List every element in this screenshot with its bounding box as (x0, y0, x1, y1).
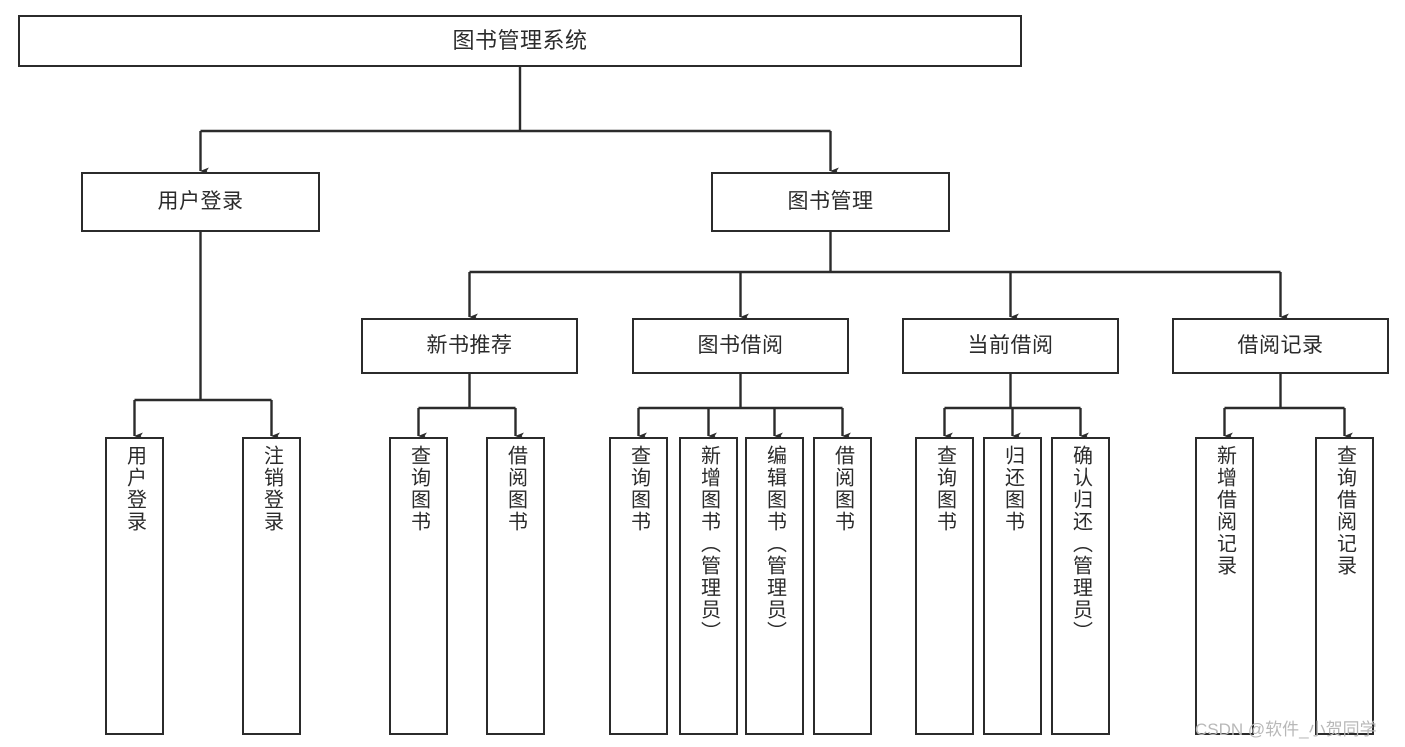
node-leaf-return-book[interactable]: 归还图书 (983, 437, 1042, 735)
node-leaf-add-book-admin[interactable]: 新增图书（管理员） (679, 437, 738, 735)
node-new-book-recommend[interactable]: 新书推荐 (361, 318, 578, 374)
node-leaf-query-borrow-record[interactable]: 查询借阅记录 (1315, 437, 1374, 735)
node-label-current-borrow: 当前借阅 (967, 333, 1054, 357)
node-leaf-query-book-borrow[interactable]: 查询图书 (609, 437, 668, 735)
node-leaf-confirm-return-admin[interactable]: 确认归还（管理员） (1051, 437, 1110, 735)
node-book-manage[interactable]: 图书管理 (711, 172, 950, 232)
node-label-new-book-recommend: 新书推荐 (426, 333, 513, 357)
node-label-book-borrow: 图书借阅 (697, 333, 784, 357)
node-label-leaf-add-book-admin: 新增图书（管理员） (697, 445, 720, 643)
node-label-leaf-query-borrow-record: 查询借阅记录 (1333, 445, 1356, 577)
node-label-book-manage: 图书管理 (787, 189, 874, 213)
node-leaf-borrow-book-rec[interactable]: 借阅图书 (486, 437, 545, 735)
node-label-borrow-record: 借阅记录 (1237, 333, 1324, 357)
node-label-leaf-add-borrow-record: 新增借阅记录 (1213, 445, 1236, 577)
node-label-leaf-return-book: 归还图书 (1001, 445, 1024, 533)
node-borrow-record[interactable]: 借阅记录 (1172, 318, 1389, 374)
node-label-leaf-confirm-return-admin: 确认归还（管理员） (1069, 445, 1092, 643)
connector-paths (133, 67, 1353, 440)
node-label-leaf-user-logout: 注销登录 (260, 445, 283, 533)
node-root[interactable]: 图书管理系统 (18, 15, 1022, 67)
node-book-borrow[interactable]: 图书借阅 (632, 318, 849, 374)
node-label-leaf-query-book-current: 查询图书 (933, 445, 956, 533)
node-leaf-query-book-rec[interactable]: 查询图书 (389, 437, 448, 735)
node-label-leaf-borrow-book-rec: 借阅图书 (504, 445, 527, 533)
node-leaf-edit-book-admin[interactable]: 编辑图书（管理员） (745, 437, 804, 735)
node-current-borrow[interactable]: 当前借阅 (902, 318, 1119, 374)
node-leaf-query-book-current[interactable]: 查询图书 (915, 437, 974, 735)
node-leaf-borrow-book[interactable]: 借阅图书 (813, 437, 872, 735)
node-label-user-login: 用户登录 (157, 189, 244, 213)
node-leaf-user-logout[interactable]: 注销登录 (242, 437, 301, 735)
node-label-leaf-query-book-borrow: 查询图书 (627, 445, 650, 533)
node-leaf-user-login[interactable]: 用户登录 (105, 437, 164, 735)
node-leaf-add-borrow-record[interactable]: 新增借阅记录 (1195, 437, 1254, 735)
node-label-root: 图书管理系统 (452, 28, 588, 54)
node-label-leaf-query-book-rec: 查询图书 (407, 445, 430, 533)
node-label-leaf-user-login: 用户登录 (123, 445, 146, 533)
node-label-leaf-edit-book-admin: 编辑图书（管理员） (763, 445, 786, 643)
node-label-leaf-borrow-book: 借阅图书 (831, 445, 854, 533)
node-user-login[interactable]: 用户登录 (81, 172, 320, 232)
